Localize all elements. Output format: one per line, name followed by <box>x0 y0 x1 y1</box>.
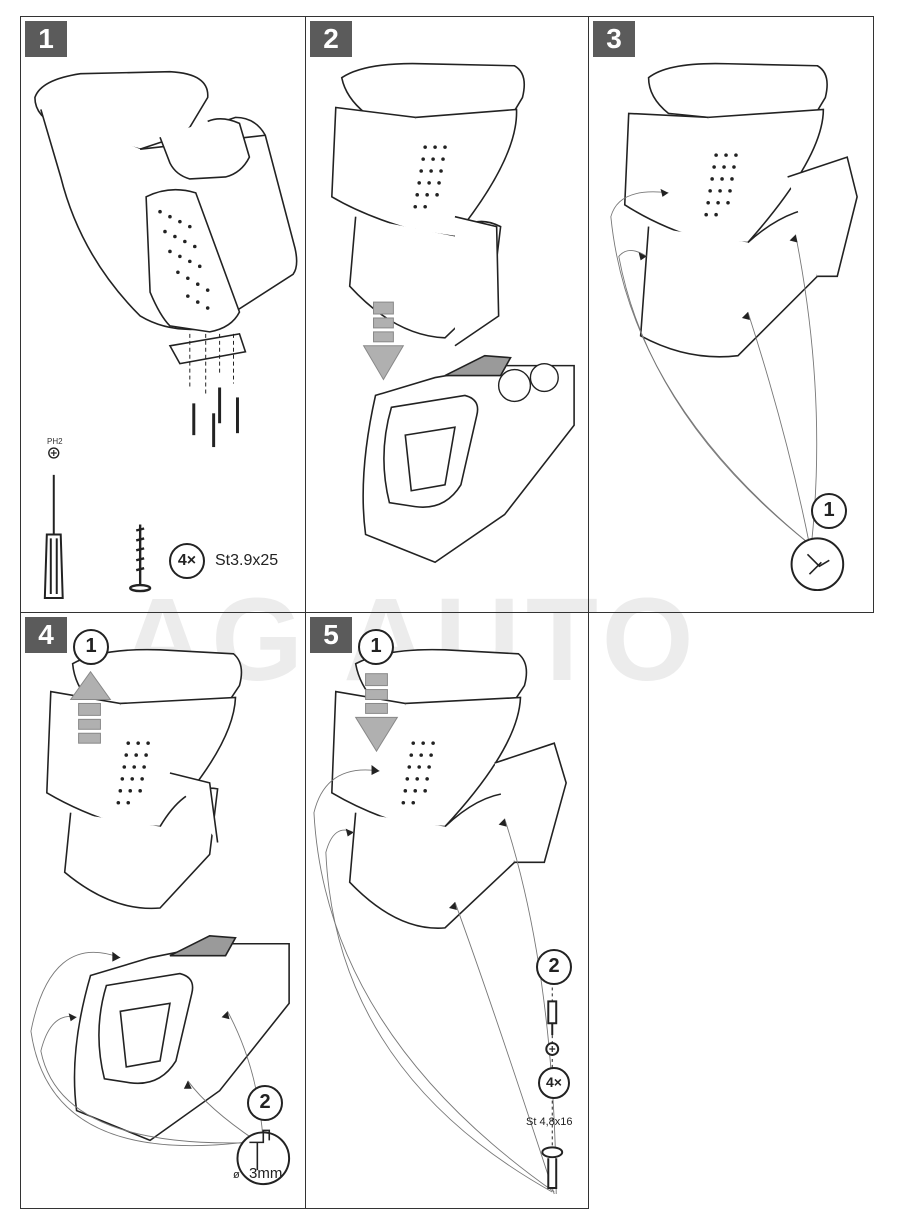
step-4-panel: 4 <box>20 612 306 1209</box>
armrest-placed-illustration <box>610 62 858 592</box>
screw-count-badge: 4× <box>538 1067 570 1099</box>
step-3-panel: 3 1 <box>588 16 874 613</box>
screw-spec-label: St 4,8x16 <box>526 1116 573 1128</box>
step-3-callout: 1 <box>811 493 847 529</box>
armrest-lift-drill-illustration <box>30 648 291 1186</box>
drill-size-label: 3mm <box>249 1165 283 1182</box>
step-1-badge: 1 <box>25 21 67 57</box>
step-5-badge: 5 <box>310 617 352 653</box>
armrest-lowering-illustration <box>331 62 575 564</box>
step-5-callout-1: 1 <box>358 629 394 665</box>
screw-count-badge: 4× <box>169 543 205 579</box>
screw-spec-label: St3.9x25 <box>215 552 279 569</box>
tool-label: PH2 <box>47 437 63 446</box>
armrest-exploded-illustration <box>34 70 298 599</box>
step-4-callout-2: 2 <box>247 1085 283 1121</box>
step-3-badge: 3 <box>593 21 635 57</box>
step-4-badge: 4 <box>25 617 67 653</box>
armrest-screw-illustration <box>313 648 567 1195</box>
drill-symbol: ø <box>233 1169 240 1181</box>
step-4-callout-1: 1 <box>73 629 109 665</box>
step-2-panel: 2 <box>305 16 589 613</box>
step-2-badge: 2 <box>310 21 352 57</box>
step-1-panel: 1 <box>20 16 306 613</box>
step-5-panel: 5 <box>305 612 589 1209</box>
step-5-callout-2: 2 <box>536 949 572 985</box>
